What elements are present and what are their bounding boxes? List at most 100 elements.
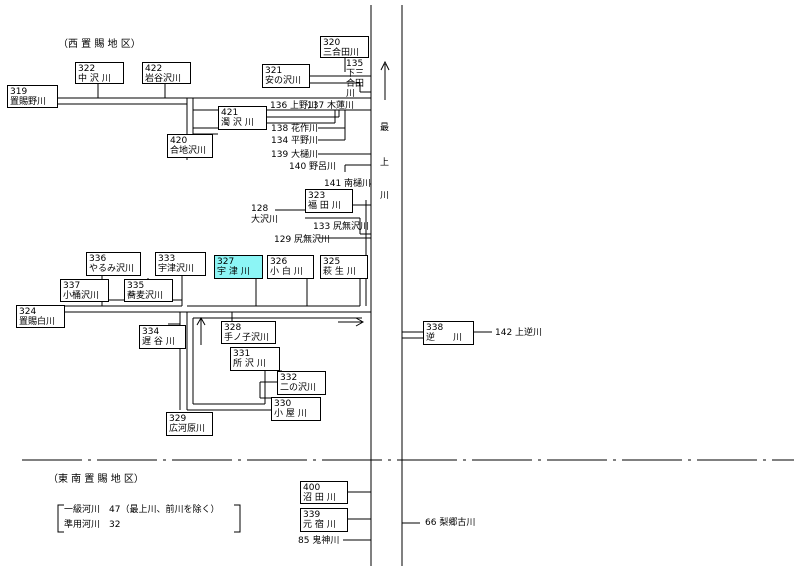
- river-name: 所 沢 川: [233, 359, 266, 369]
- river-number: 335: [127, 281, 145, 291]
- region-title-southeast: （東 南 置 賜 地 区）: [48, 474, 144, 485]
- river-label-128-name: 大沢川: [251, 215, 279, 225]
- mogami-river-label-3: 川: [380, 191, 390, 201]
- river-box-326[interactable]: 326 小 白 川: [267, 255, 314, 279]
- river-box-337[interactable]: 337 小桶沢川: [60, 279, 109, 302]
- river-number: 328: [224, 323, 242, 333]
- river-box-325[interactable]: 325 萩 生 川: [320, 255, 368, 279]
- river-number: 400: [303, 483, 321, 493]
- river-box-321[interactable]: 321 安の沢川: [262, 64, 310, 88]
- river-number: 327: [217, 257, 235, 267]
- river-number: 329: [169, 414, 187, 424]
- river-box-329[interactable]: 329 広河原川: [166, 412, 213, 436]
- river-number: 325: [323, 257, 341, 267]
- river-label-134: 134 平野川: [271, 136, 319, 146]
- river-number: 420: [170, 136, 188, 146]
- river-number: 326: [270, 257, 288, 267]
- river-number: 421: [221, 108, 239, 118]
- river-name: 宇津沢川: [158, 264, 195, 274]
- mogami-river-label-2: 上: [380, 158, 390, 168]
- river-box-421[interactable]: 421 濁 沢 川: [218, 106, 267, 130]
- river-number: 323: [308, 191, 326, 201]
- river-box-330[interactable]: 330 小 屋 川: [271, 397, 321, 421]
- river-name: 小桶沢川: [63, 291, 100, 301]
- river-box-400[interactable]: 400 沼 田 川: [300, 481, 348, 504]
- river-name: 三合田川: [323, 48, 360, 58]
- river-label-129: 129 尻無沢川: [274, 235, 331, 245]
- river-name: 遅 谷 川: [142, 337, 175, 347]
- river-name: 置賜野川: [10, 97, 47, 107]
- river-box-327[interactable]: 327 宇 津 川: [214, 255, 263, 279]
- river-name: 広河原川: [169, 424, 206, 434]
- river-box-420[interactable]: 420 合地沢川: [167, 134, 213, 158]
- river-box-322[interactable]: 322 中 沢 川: [75, 62, 124, 84]
- river-name: 下三合田川: [346, 69, 365, 99]
- river-name: 岩谷沢川: [145, 74, 182, 84]
- river-number: 337: [63, 281, 81, 291]
- river-name: 小 白 川: [270, 267, 303, 277]
- river-number: 321: [265, 66, 283, 76]
- river-name: 元 宿 川: [303, 520, 336, 530]
- river-name: 濁 沢 川: [221, 118, 254, 128]
- river-number: 334: [142, 327, 160, 337]
- river-name: 小 屋 川: [274, 409, 307, 419]
- river-number: 331: [233, 349, 251, 359]
- river-number: 338: [426, 323, 444, 333]
- river-number: 333: [158, 254, 176, 264]
- river-label-128-number: 128: [251, 204, 269, 214]
- river-name: 二の沢川: [280, 383, 317, 393]
- region-title-west: （西 置 賜 地 区）: [58, 39, 141, 50]
- river-box-324[interactable]: 324 置賜白川: [16, 305, 65, 328]
- river-box-334[interactable]: 334 遅 谷 川: [139, 325, 186, 349]
- river-name: 宇 津 川: [217, 267, 250, 277]
- river-label-140: 140 野呂川: [289, 162, 337, 172]
- river-label-139: 139 大樋川: [271, 150, 319, 160]
- river-number: 332: [280, 373, 298, 383]
- river-number: 330: [274, 399, 292, 409]
- river-box-422[interactable]: 422 岩谷沢川: [142, 62, 191, 84]
- river-label-138: 138 花作川: [271, 124, 319, 134]
- flow-arrows: [196, 60, 390, 345]
- summary-quasi: 準用河川 32: [64, 520, 121, 530]
- river-box-336[interactable]: 336 やるみ沢川: [86, 252, 141, 276]
- river-box-339[interactable]: 339 元 宿 川: [300, 508, 348, 532]
- summary-block: 一級河川 47（最上川、前川を除く） 準用河川 32: [64, 503, 219, 533]
- river-name: 福 田 川: [308, 201, 341, 211]
- river-number: 336: [89, 254, 107, 264]
- river-name: 逆 川: [426, 333, 463, 343]
- river-box-331[interactable]: 331 所 沢 川: [230, 347, 280, 371]
- river-label-136: 136 上野川: [270, 101, 318, 111]
- river-name: 安の沢川: [265, 76, 302, 86]
- river-label-66: 66 梨郷古川: [425, 518, 476, 528]
- river-number: 135: [346, 59, 364, 69]
- river-label-142: 142 上逆川: [495, 328, 543, 338]
- river-box-338[interactable]: 338 逆 川: [423, 321, 474, 345]
- river-name: 沼 田 川: [303, 493, 336, 503]
- river-name: 置賜白川: [19, 317, 56, 327]
- river-box-332[interactable]: 332 二の沢川: [277, 371, 326, 395]
- river-number: 422: [145, 64, 163, 74]
- river-name: やるみ沢川: [89, 264, 135, 274]
- river-name: 手ノ子沢川: [224, 333, 270, 343]
- river-box-323[interactable]: 323 福 田 川: [305, 189, 353, 213]
- river-box-328[interactable]: 328 手ノ子沢川: [221, 321, 276, 344]
- river-number: 319: [10, 87, 28, 97]
- river-name: 萩 生 川: [323, 267, 356, 277]
- mogami-river-label-1: 最: [380, 123, 390, 133]
- river-label-85: 85 鬼神川: [298, 536, 340, 546]
- river-number: 324: [19, 307, 37, 317]
- river-box-320[interactable]: 320 三合田川: [320, 36, 369, 58]
- river-number: 339: [303, 510, 321, 520]
- river-label-135: 135 下三合田川: [346, 59, 372, 99]
- river-label-133: 133 尻無沢川: [313, 222, 370, 232]
- river-name: 合地沢川: [170, 146, 207, 156]
- river-label-137: 137 木蓮川: [307, 101, 355, 111]
- river-box-333[interactable]: 333 宇津沢川: [155, 252, 206, 276]
- river-number: 322: [78, 64, 96, 74]
- river-box-335[interactable]: 335 蕎麦沢川: [124, 279, 173, 302]
- river-name: 中 沢 川: [78, 74, 111, 84]
- river-box-319[interactable]: 319 置賜野川: [7, 85, 58, 108]
- river-name: 蕎麦沢川: [127, 291, 164, 301]
- river-label-141: 141 南樋川: [324, 179, 372, 189]
